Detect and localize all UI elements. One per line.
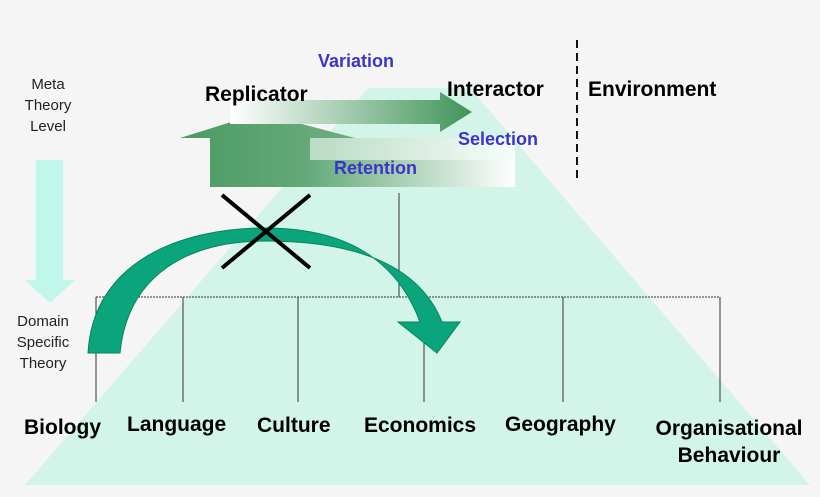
retention-label: Retention <box>334 158 417 178</box>
domain-biology: Biology <box>24 416 101 439</box>
domain-language: Language <box>127 413 227 436</box>
meta-theory-level-label: Meta Theory Level <box>18 74 78 137</box>
label-line: Meta <box>31 76 65 93</box>
domain-culture: Culture <box>257 414 331 437</box>
environment-label: Environment <box>588 78 717 101</box>
selection-label: Selection <box>458 129 539 149</box>
label-line: Level <box>30 118 66 135</box>
replicator-label: Replicator <box>205 83 308 106</box>
label-line: Behaviour <box>677 444 781 467</box>
domain-specific-theory-label: Domain Specific Theory <box>8 311 78 374</box>
replicator-up-arrow <box>180 113 355 187</box>
domain-organisational-behaviour: Organisational Behaviour <box>645 415 813 469</box>
cross-icon <box>220 193 312 270</box>
label-line: Domain <box>17 313 69 330</box>
variation-arrow <box>230 92 472 132</box>
label-line: Organisational <box>655 417 803 440</box>
label-line: Theory <box>24 97 72 114</box>
domain-economics: Economics <box>364 414 477 437</box>
label-line: Theory <box>19 355 67 372</box>
domain-geography: Geography <box>505 413 616 436</box>
variation-label: Variation <box>318 51 395 71</box>
level-arrow <box>25 160 75 303</box>
interactor-label: Interactor <box>447 78 544 101</box>
transfer-curve-arrow <box>87 227 461 354</box>
label-line: Specific <box>16 334 70 351</box>
